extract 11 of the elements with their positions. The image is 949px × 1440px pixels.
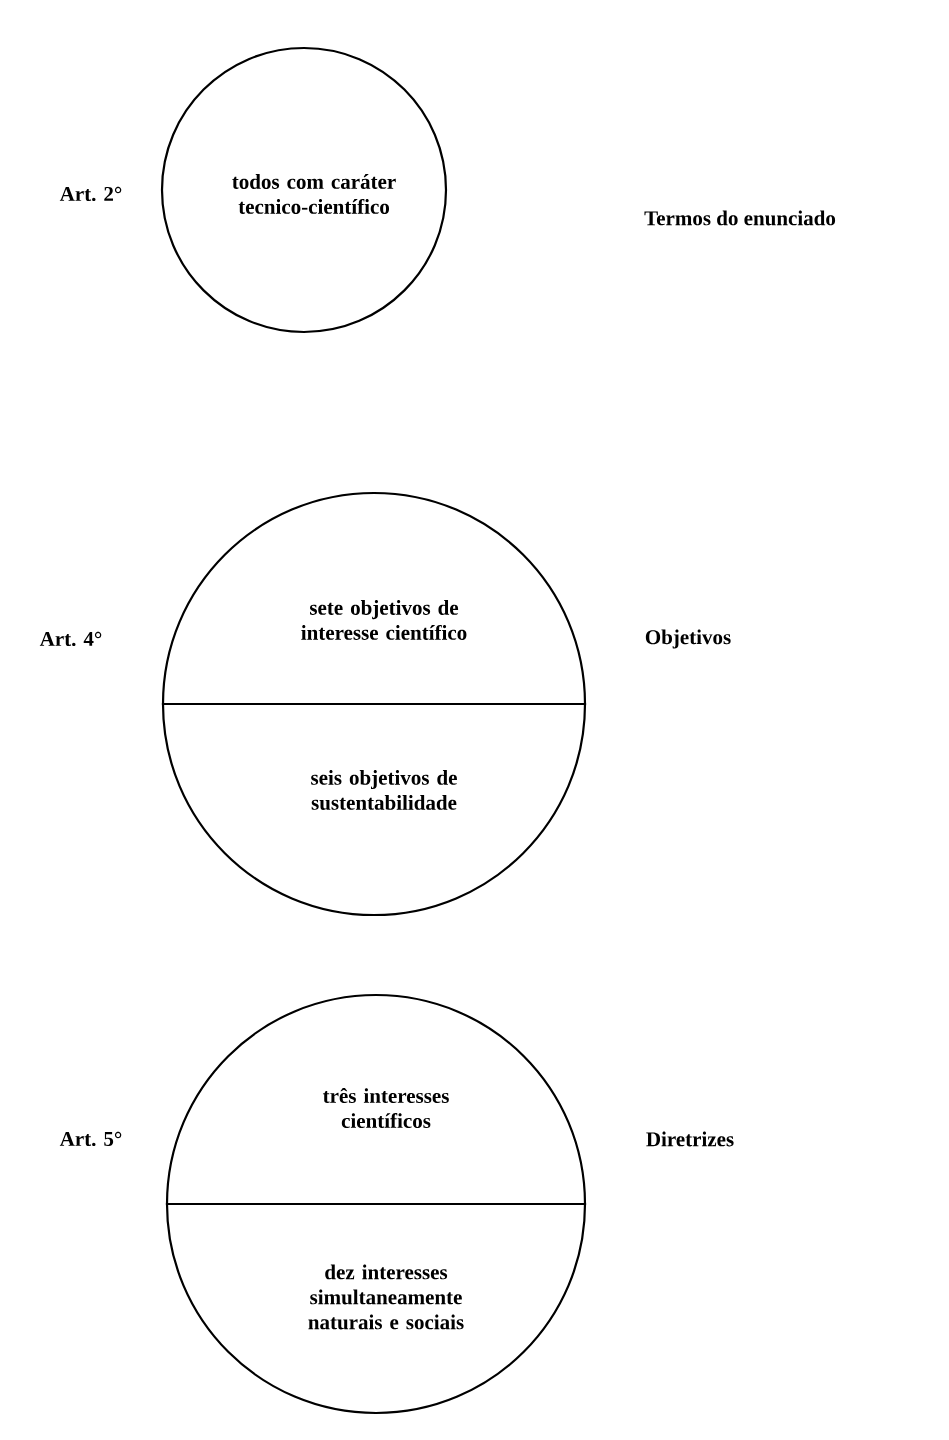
side-label: Art. 4° [39, 631, 102, 647]
side-label: Art. 5° [59, 1131, 122, 1147]
circle-text: sete objetivos de interesse científico [301, 600, 467, 640]
side-label: Art. 2° [59, 186, 122, 202]
side-label: Objetivos [645, 629, 731, 649]
side-label: Termos do enunciado [644, 210, 836, 226]
circle-text: todos com caráter tecnico-científico [232, 174, 396, 214]
circle-text: dez interesses simultaneamente naturais e sociais [308, 1264, 464, 1330]
side-label: Diretrizes [646, 1131, 734, 1147]
circle-text: três interesses científicos [323, 1088, 449, 1128]
circle-text: seis objetivos de sustentabilidade [311, 770, 457, 810]
